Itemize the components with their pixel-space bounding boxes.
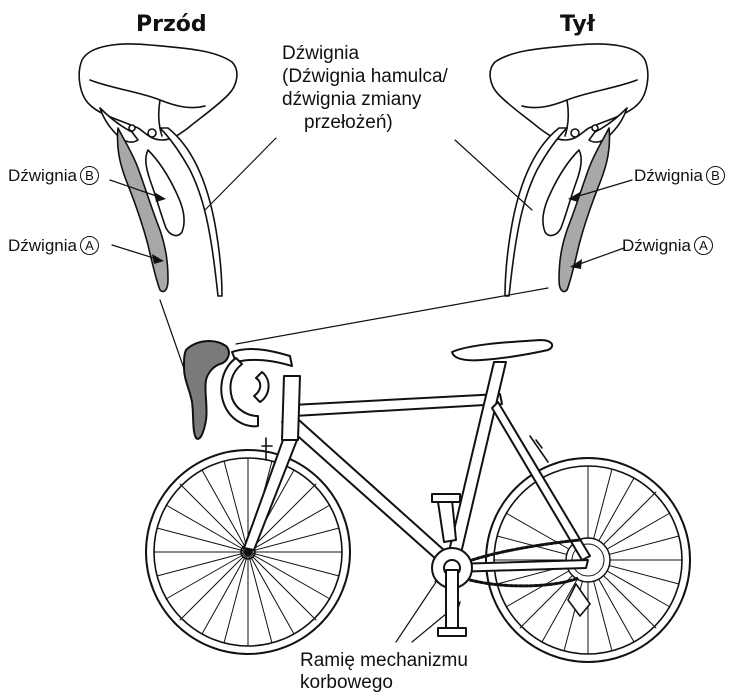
label-lever-main-line-3: dźwignia zmiany xyxy=(282,88,448,111)
bicycle xyxy=(146,340,690,662)
front-wheel xyxy=(146,450,350,654)
label-crank: Ramię mechanizmu korbowego xyxy=(300,650,468,694)
front-lever-hood xyxy=(79,44,237,140)
title-front: Przód xyxy=(136,12,207,37)
label-lever-main: Dźwignia (Dźwignia hamulca/ dźwignia zmi… xyxy=(282,42,448,134)
mark-b-front: B xyxy=(80,166,99,185)
mark-a-front: A xyxy=(80,236,99,255)
front-brake xyxy=(262,438,272,460)
handlebar xyxy=(184,341,292,439)
label-lever-main-line-2: (Dźwignia hamulca/ xyxy=(282,65,448,88)
bike-frame xyxy=(244,362,590,572)
label-lever-main-line-1: Dźwignia xyxy=(282,42,448,65)
label-lever-a-rear-text: Dźwignia xyxy=(622,236,691,255)
mark-b-rear: B xyxy=(706,166,725,185)
mark-a-rear: A xyxy=(694,236,713,255)
label-lever-b-front-text: Dźwignia xyxy=(8,166,77,185)
label-lever-a-front-text: Dźwignia xyxy=(8,236,77,255)
saddle xyxy=(452,340,552,360)
label-crank-line-2: korbowego xyxy=(300,672,468,694)
rear-brake xyxy=(530,436,548,462)
title-rear: Tył xyxy=(560,12,595,37)
label-lever-main-line-4: przełożeń) xyxy=(282,111,448,134)
label-lever-b-rear-text: Dźwignia xyxy=(634,166,703,185)
label-crank-line-1: Ramię mechanizmu xyxy=(300,650,468,672)
rear-lever-assembly xyxy=(490,44,648,296)
